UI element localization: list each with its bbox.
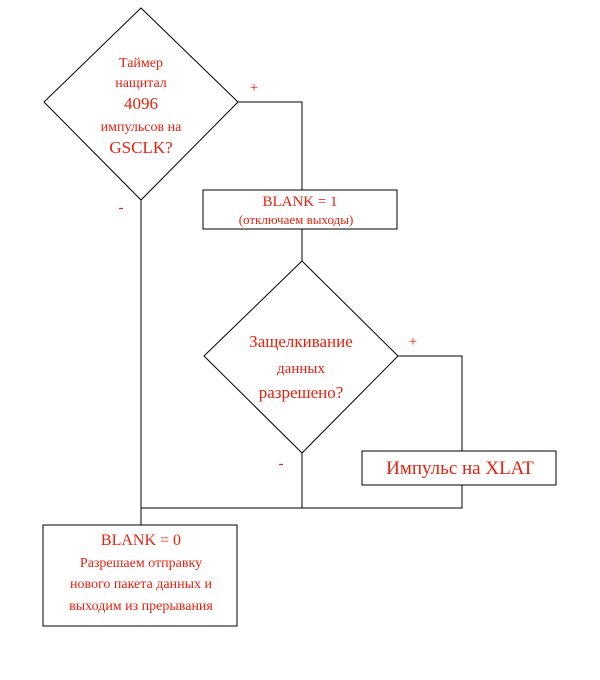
process-blank0: BLANK = 0 Разрешаем отправку нового паке… xyxy=(42,524,238,627)
process-blank0-line-3: нового пакета данных и xyxy=(70,577,213,592)
process-xlat-line-1: Импульс на XLAT xyxy=(386,458,534,479)
process-blank1: BLANK = 1 (отключаем выходы) xyxy=(202,189,398,230)
process-blank0-line-4: выходим из прерывания xyxy=(69,599,213,614)
decision-timer-yes-label: + xyxy=(250,80,258,96)
decision-latch-line-1: Защелкивание xyxy=(249,332,353,351)
decision-latch-line-3: разрешено? xyxy=(259,383,344,402)
process-blank0-box xyxy=(42,524,238,627)
process-xlat: Импульс на XLAT xyxy=(361,450,557,486)
decision-timer-line-5: GSCLK? xyxy=(109,138,172,157)
process-blank0-line-2: Разрешаем отправку xyxy=(80,556,202,571)
process-blank1-line-2: (отключаем выходы) xyxy=(239,212,354,227)
arrow-xlat-to-merge xyxy=(141,485,463,509)
arrow-latch-yes-to-xlat xyxy=(398,355,463,451)
decision-timer-line-2: нащитал xyxy=(115,76,167,91)
decision-latch-diamond xyxy=(203,260,399,454)
decision-timer-line-3: 4096 xyxy=(124,94,158,113)
decision-latch-line-2: данных xyxy=(277,361,325,377)
decision-latch-yes-label: + xyxy=(409,334,417,350)
decision-timer-diamond xyxy=(43,7,239,201)
decision-latch: Защелкивание данных разрешено? + - xyxy=(203,260,417,472)
decision-timer-line-1: Таймер xyxy=(119,56,163,71)
decision-latch-no-label: - xyxy=(279,456,284,472)
process-blank1-box xyxy=(202,189,398,230)
decision-timer-line-4: импульсов на xyxy=(101,120,182,135)
process-blank0-line-1: BLANK = 0 xyxy=(101,532,181,549)
process-xlat-box xyxy=(361,450,557,486)
arrow-timer-yes-to-blank1 xyxy=(238,101,303,190)
connectors xyxy=(140,101,463,525)
decision-timer: Таймер нащитал 4096 импульсов на GSCLK? … xyxy=(43,7,258,216)
decision-timer-no-label: - xyxy=(119,200,124,216)
process-blank1-line-1: BLANK = 1 xyxy=(262,194,337,210)
